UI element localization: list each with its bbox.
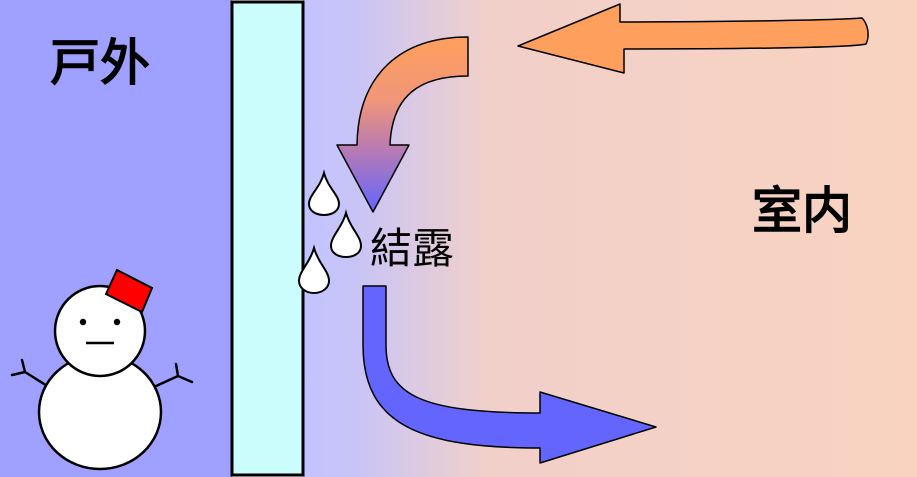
snowman-icon [10, 268, 194, 471]
water-droplet-icon [307, 169, 341, 217]
cold-air-arrow [362, 285, 657, 464]
snowman-hat [104, 268, 154, 314]
outdoor-label: 戸外 [50, 34, 150, 92]
water-droplet-icon [297, 244, 331, 295]
condensation-label: 結露 [370, 224, 454, 273]
warm-air-arrow [517, 3, 869, 74]
indoor-label: 室内 [752, 182, 852, 240]
wall [230, 0, 305, 477]
cooling-air-arrow [336, 36, 469, 213]
water-droplet-icon [329, 209, 363, 259]
